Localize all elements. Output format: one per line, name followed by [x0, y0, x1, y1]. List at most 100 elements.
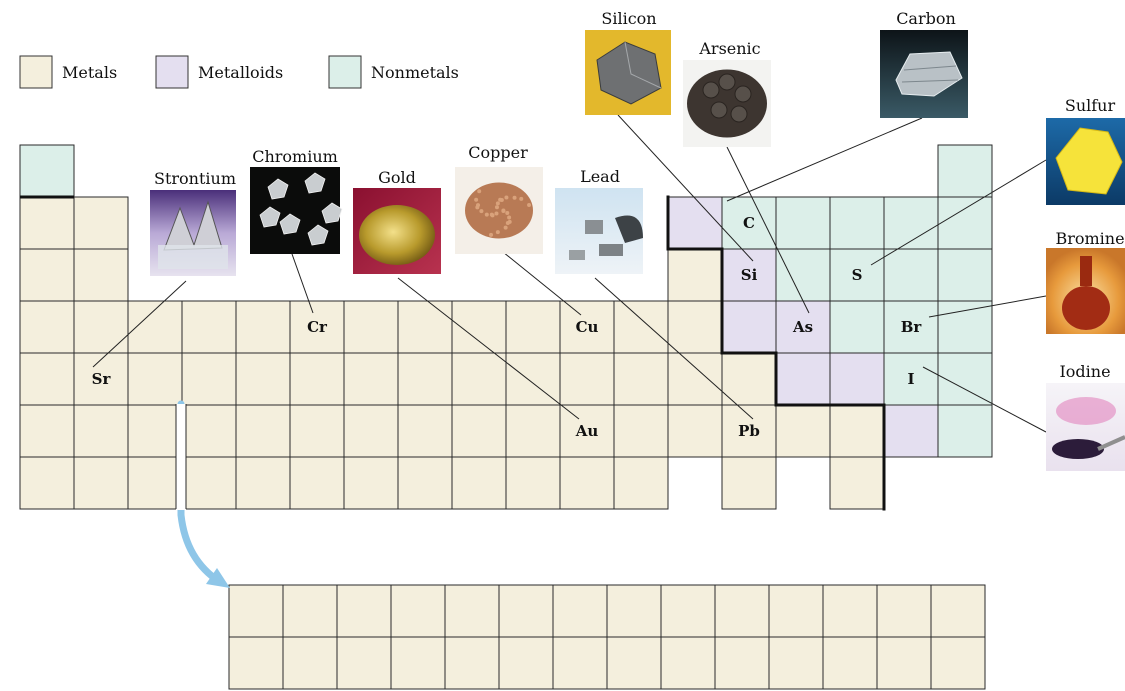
- f-block-cell: [444, 636, 500, 690]
- table-cell: [613, 404, 669, 458]
- table-cell: [829, 196, 885, 250]
- legend: Metals Metalloids Nonmetals: [19, 55, 459, 89]
- table-cell: [667, 300, 723, 354]
- f-block-cell: [498, 584, 554, 638]
- table-cell: [667, 248, 723, 302]
- f-block-cell: [822, 584, 878, 638]
- legend-label-nonmetal: Nonmetals: [371, 63, 459, 82]
- table-cell: [829, 456, 885, 510]
- table-cell: [343, 352, 399, 406]
- sample-caption-iodine: Iodine: [1059, 362, 1110, 381]
- gold-sample-icon: [353, 188, 441, 274]
- table-cell: [19, 196, 75, 250]
- leader-line-cu: [502, 251, 582, 316]
- table-cell: [775, 196, 831, 250]
- f-block-cell: [822, 636, 878, 690]
- table-cell: [667, 404, 723, 458]
- table-cell: [613, 352, 669, 406]
- table-cell: [829, 352, 885, 406]
- table-cell: [505, 456, 561, 510]
- chromium-sample-icon: [250, 167, 343, 254]
- table-cell: [721, 300, 777, 354]
- table-cell: [235, 404, 291, 458]
- table-cell: [19, 352, 75, 406]
- table-cell: [127, 404, 183, 458]
- f-block-cell: [552, 636, 608, 690]
- f-block-cell: [282, 636, 338, 690]
- element-symbol-pb: Pb: [738, 422, 760, 440]
- table-cell: [397, 404, 453, 458]
- table-cell: [235, 352, 291, 406]
- strontium-sample-icon: [150, 190, 236, 276]
- element-symbol-au: Au: [575, 422, 599, 440]
- table-cell: [73, 404, 129, 458]
- table-cell: [721, 196, 777, 250]
- element-symbol-i: I: [907, 370, 914, 388]
- table-cell: [937, 196, 993, 250]
- table-cell: [559, 456, 615, 510]
- legend-label-metalloid: Metalloids: [198, 63, 283, 82]
- sample-caption-silicon: Silicon: [601, 9, 656, 28]
- table-cell: [667, 352, 723, 406]
- f-block-cell: [282, 584, 338, 638]
- periodic-table: [19, 144, 993, 510]
- leader-line-as: [726, 146, 810, 314]
- legend-item-metal: Metals: [19, 55, 117, 89]
- leader-line-i: [922, 366, 1047, 433]
- table-cell: [451, 404, 507, 458]
- table-cell: [937, 248, 993, 302]
- table-cell: [505, 404, 561, 458]
- table-cell: [721, 456, 777, 510]
- f-block-cell: [390, 636, 446, 690]
- legend-swatch-metal: [19, 55, 53, 89]
- table-cell: [613, 456, 669, 510]
- f-block-arrow: [175, 400, 230, 588]
- table-cell: [829, 248, 885, 302]
- f-block-cell: [660, 636, 716, 690]
- table-cell: [397, 456, 453, 510]
- table-cell: [235, 300, 291, 354]
- f-block-cell: [498, 636, 554, 690]
- table-cell: [73, 300, 129, 354]
- f-block-cell: [660, 584, 716, 638]
- sample-gold: Gold: [353, 168, 441, 274]
- f-block-cell: [714, 584, 770, 638]
- sample-leader-lines: [92, 114, 1047, 433]
- leader-line-au: [397, 277, 580, 420]
- table-cell: [181, 404, 237, 458]
- f-block-cell: [552, 584, 608, 638]
- sample-caption-carbon: Carbon: [896, 9, 956, 28]
- iodine-sample-icon: [1046, 383, 1125, 471]
- sample-iodine: Iodine: [1046, 362, 1125, 471]
- sample-bromine: Bromine: [1046, 229, 1125, 334]
- table-cell: [343, 404, 399, 458]
- legend-swatch-nonmetal: [328, 55, 362, 89]
- table-cell: [127, 456, 183, 510]
- f-block-cell: [390, 584, 446, 638]
- table-cell: [505, 300, 561, 354]
- sample-silicon: Silicon: [585, 9, 671, 115]
- sample-lead: Lead: [555, 167, 643, 274]
- legend-swatch-metalloid: [155, 55, 189, 89]
- sample-caption-copper: Copper: [468, 143, 528, 162]
- table-cell: [451, 456, 507, 510]
- table-cell: [613, 300, 669, 354]
- element-symbol-br: Br: [901, 318, 923, 336]
- table-cell: [883, 248, 939, 302]
- f-block-cell: [336, 584, 392, 638]
- leader-line-sr: [92, 280, 187, 368]
- copper-sample-icon: [455, 167, 543, 254]
- table-cell: [451, 352, 507, 406]
- table-cell: [181, 456, 237, 510]
- f-block-cell: [606, 584, 662, 638]
- table-cell: [937, 144, 993, 198]
- table-cell: [775, 404, 831, 458]
- sample-caption-bromine: Bromine: [1055, 229, 1124, 248]
- table-cell: [721, 352, 777, 406]
- table-cell: [19, 144, 75, 198]
- f-block-cell: [876, 636, 932, 690]
- element-symbol-c: C: [743, 214, 755, 232]
- f-block-cell: [444, 584, 500, 638]
- table-cell: [397, 352, 453, 406]
